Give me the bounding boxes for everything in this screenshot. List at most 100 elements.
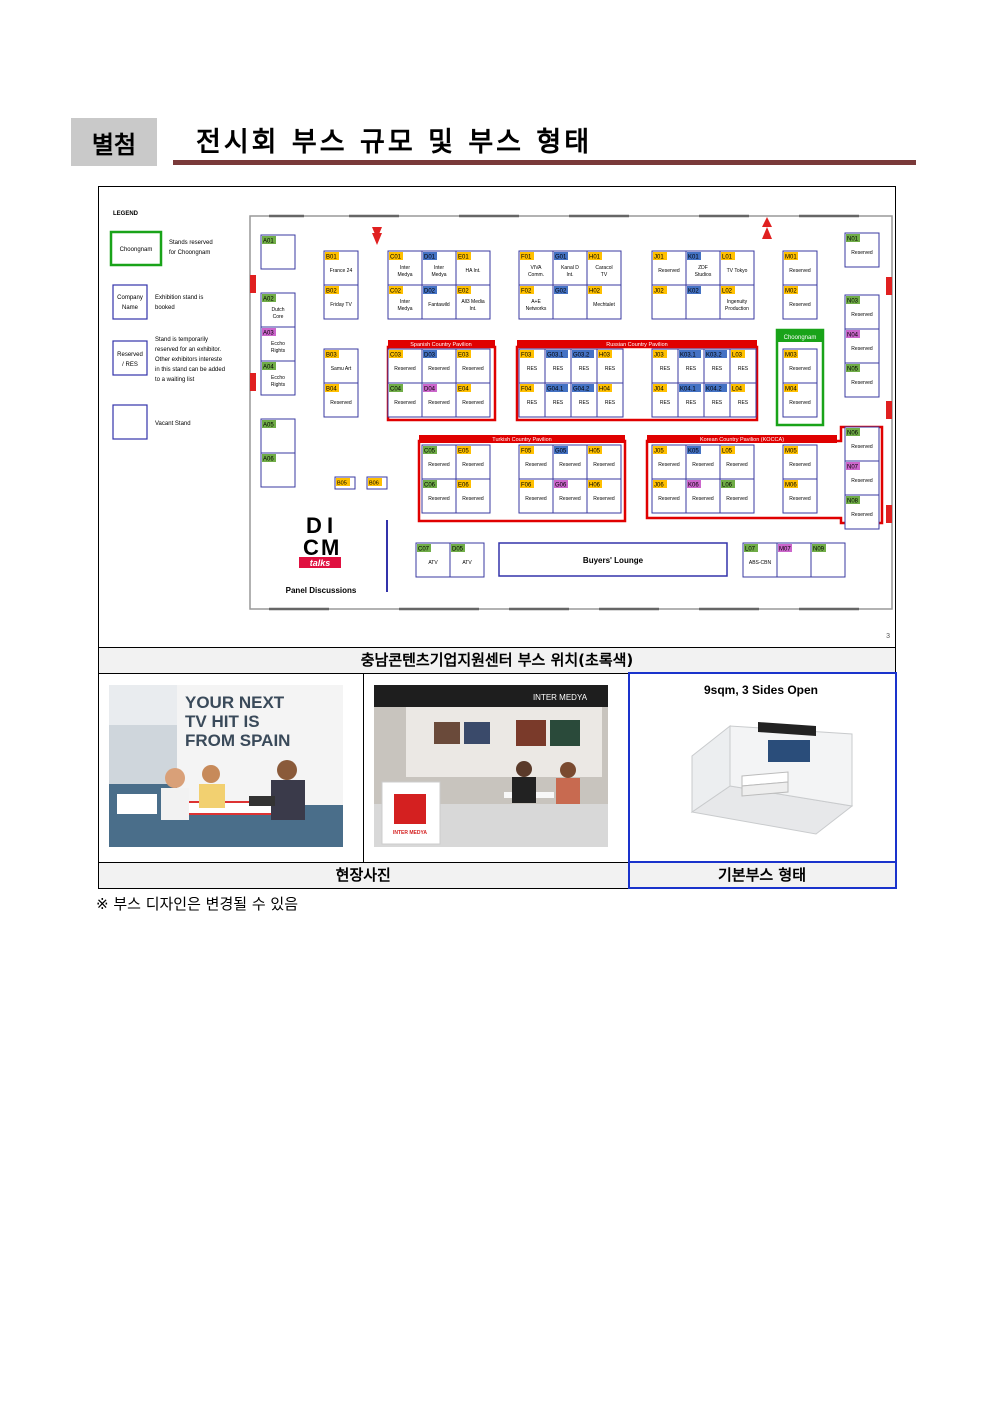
stand-name: Reserved (462, 462, 484, 468)
stand-id-tag (336, 478, 350, 486)
stand-id: A06 (263, 457, 274, 463)
stand-name: Reserved (851, 444, 873, 450)
legend-title: LEGEND (113, 211, 139, 217)
stand-id-tag (554, 286, 568, 294)
stand-id-tag (389, 350, 403, 358)
stand-id-tag (520, 350, 534, 358)
stand-id: N05 (847, 367, 859, 373)
stand-name: Reserved (851, 380, 873, 386)
stand-id: F05 (521, 449, 532, 455)
stand-id-tag (554, 446, 568, 454)
stand-name: A+E (531, 299, 541, 305)
stand-name: Reserved (726, 496, 748, 502)
stand-id-tag (846, 330, 860, 338)
stand-name: Reserved (851, 346, 873, 352)
stand-id-tag (846, 462, 860, 470)
stand-id-tag (705, 350, 727, 358)
stand-id: B05 (337, 481, 347, 487)
stand-name: Rights (271, 382, 286, 388)
stand-id-tag (389, 286, 403, 294)
legend-reserved-label: / RES (122, 362, 138, 368)
stand-id: C03 (390, 353, 402, 359)
stand-id: L05 (722, 449, 733, 455)
stand-id: K04.2 (706, 387, 722, 393)
stand-id: N08 (847, 499, 859, 505)
legend-text: Other exhibitors intereste (155, 357, 223, 363)
stand-id-tag (457, 286, 471, 294)
stand-id-tag (721, 446, 735, 454)
page-title: 전시회 부스 규모 및 부스 형태 (196, 127, 593, 158)
stand-id-tag (687, 446, 701, 454)
stand-name: Int. (567, 272, 574, 278)
stand-name: RES (605, 366, 616, 372)
stand-name: RES (738, 366, 749, 372)
stand-id-tag (784, 350, 798, 358)
stand-name: Reserved (330, 400, 352, 406)
talks-label: talks (310, 558, 331, 568)
stand-id-tag (389, 252, 403, 260)
stand-id-tag (325, 350, 339, 358)
stand-id: N06 (847, 431, 859, 437)
stand-id-tag (846, 364, 860, 372)
stand-id-tag (846, 496, 860, 504)
stand-name: Reserved (428, 496, 450, 502)
stand-id: A02 (263, 297, 274, 303)
stand-name: Medya (431, 272, 446, 278)
stand-name: Reserved (789, 302, 811, 308)
stand-name: Reserved (428, 366, 450, 372)
legend-vacant-box (112, 404, 148, 440)
photo-intermedya-booth: INTER MEDYA INTER MEDYA (374, 684, 608, 847)
booth-render-cell: 9sqm, 3 Sides Open (627, 672, 897, 863)
stand-id-tag (721, 252, 735, 260)
spanish-pavilion-banner (388, 340, 495, 348)
stand-id-tag (423, 350, 437, 358)
stand-id-tag (784, 252, 798, 260)
stand-k02: K02 (685, 284, 721, 320)
stand-name: RES (712, 400, 723, 406)
stand-id: M06 (785, 483, 797, 489)
legend-choongnam-box (109, 230, 163, 267)
stand-id: N07 (847, 465, 859, 471)
stand-id-tag (262, 328, 276, 336)
stand-id: G03.2 (573, 353, 590, 359)
stand-n09: N09 (810, 542, 846, 578)
hall-doors (269, 214, 859, 611)
stand-name: RES (553, 400, 564, 406)
stand-id-tag (457, 252, 471, 260)
legend-text: booked (155, 305, 175, 311)
content-table: LEGEND Choongnam Stands reserved for Cho… (97, 186, 897, 889)
stand-id-tag (705, 384, 727, 392)
stand-id-tag (721, 480, 735, 488)
stand-id-tag (588, 480, 602, 488)
stand-id: B03 (326, 353, 337, 359)
stand-name: Reserved (658, 268, 680, 274)
stand-id: H06 (589, 483, 601, 489)
stand-name: RES (527, 400, 538, 406)
stand-id: D01 (424, 255, 436, 261)
spanish-pavilion-label: Spanish Country Pavilion (410, 342, 471, 348)
stand-id-tag (572, 384, 594, 392)
stand-name: Production (725, 306, 749, 312)
